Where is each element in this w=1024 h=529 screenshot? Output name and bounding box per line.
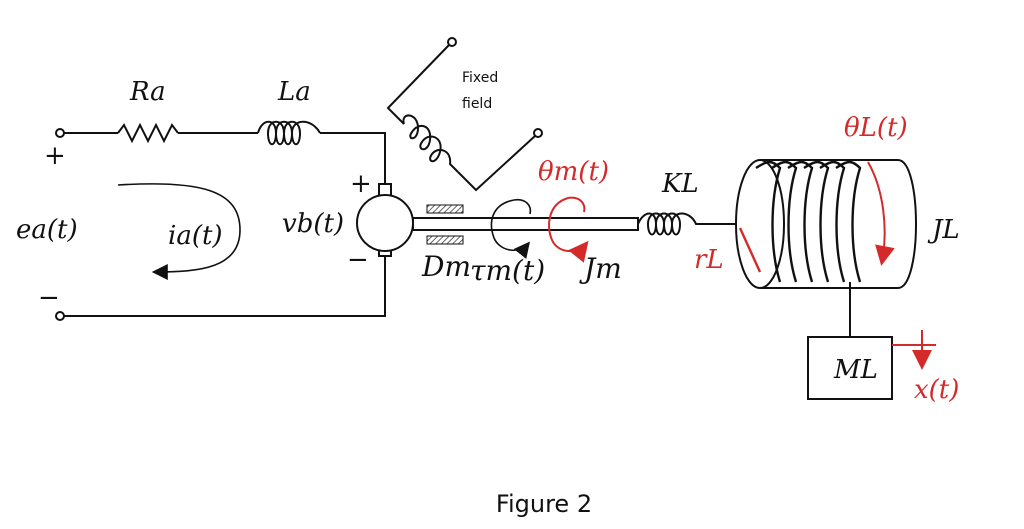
- figure-caption: Figure 2: [496, 490, 592, 518]
- current-loop-arrow: [117, 183, 241, 280]
- theta-m-arrow-back: [567, 196, 586, 213]
- label-vb: vb(t): [282, 209, 344, 239]
- load-drum: [735, 159, 917, 289]
- label-jm: Jm: [579, 252, 622, 285]
- label-plus-terminal: +: [44, 141, 66, 171]
- theta-l-arrow: [867, 161, 895, 266]
- mass-box: [807, 336, 893, 400]
- bearing-bottom: [426, 235, 464, 245]
- label-kl: KL: [661, 169, 699, 199]
- wire-bottom: [64, 252, 386, 317]
- resistor-ra: [117, 122, 179, 144]
- label-la: La: [277, 77, 311, 107]
- motor-shaft: [412, 217, 639, 231]
- torque-arrow-back: [513, 198, 532, 215]
- label-ea: ea(t): [16, 215, 78, 245]
- label-ia: ia(t): [168, 221, 223, 251]
- label-dm: Dm: [421, 250, 471, 283]
- motor-armature: [356, 194, 414, 252]
- field-wire-upper: [386, 44, 450, 125]
- spring-kl: [637, 212, 735, 236]
- label-theta-l: θL(t): [844, 113, 908, 143]
- wire-top-right: [320, 132, 386, 192]
- label-motor-minus: −: [347, 245, 369, 275]
- label-jl: JL: [927, 215, 960, 245]
- field-coil: [402, 114, 459, 173]
- label-fixed-field-2: field: [462, 96, 492, 112]
- dc-motor: [356, 183, 414, 257]
- radius-rl: [738, 227, 762, 273]
- bearing-top: [426, 204, 464, 214]
- theta-m-arrow: [548, 197, 589, 263]
- label-ml: ML: [833, 355, 878, 385]
- label-x: x(t): [914, 375, 959, 405]
- field-terminal-top: [447, 37, 457, 47]
- field-wire-lower: [457, 135, 536, 192]
- terminal-top: [55, 128, 65, 138]
- fixed-field: [386, 37, 543, 192]
- cable-windings: [755, 160, 862, 283]
- label-ra: Ra: [129, 77, 166, 107]
- label-motor-plus: +: [350, 169, 372, 199]
- field-terminal-bottom: [533, 128, 543, 138]
- inductor-la: [257, 120, 321, 146]
- label-minus-terminal: −: [38, 283, 60, 313]
- label-fixed-field-1: Fixed: [462, 70, 498, 86]
- drum-front-face: [735, 159, 785, 289]
- label-rl: rL: [694, 245, 724, 275]
- label-theta-m: θm(t): [538, 157, 609, 187]
- torque-arrow: [490, 199, 531, 259]
- terminal-bottom: [55, 311, 65, 321]
- label-tau-m: τm(t): [470, 254, 545, 287]
- armature-circuit: [55, 120, 386, 321]
